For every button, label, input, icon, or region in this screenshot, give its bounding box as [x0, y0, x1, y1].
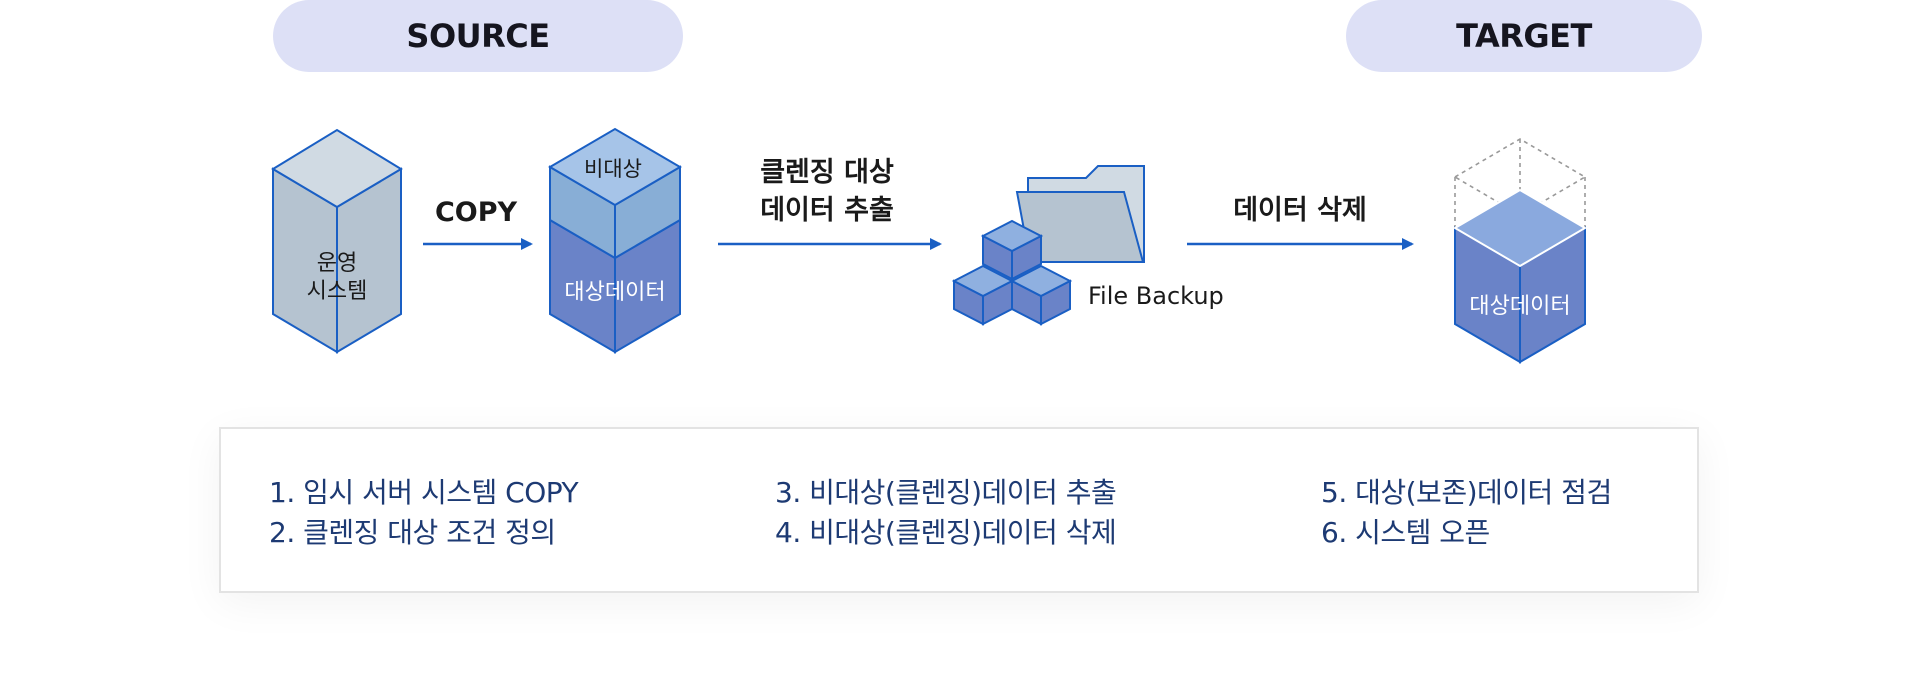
operating-system-label-line1: 운영	[317, 251, 357, 276]
copy-arrow: COPY	[423, 197, 533, 250]
step-item: 2. 클렌징 대상 조건 정의	[269, 516, 556, 549]
non-target-label: 비대상	[584, 157, 642, 181]
step-item: 1. 임시 서버 시스템 COPY	[269, 476, 579, 509]
steps-column-1: 1. 임시 서버 시스템 COPY 2. 클렌징 대상 조건 정의	[269, 473, 579, 553]
operating-system-cube: 운영 시스템	[271, 128, 403, 354]
operating-system-label-line2: 시스템	[307, 279, 368, 304]
delete-label: 데이터 삭제	[1233, 195, 1367, 226]
step-item: 5. 대상(보존)데이터 점검	[1321, 476, 1612, 509]
copy-label: COPY	[435, 197, 518, 228]
steps-box: 1. 임시 서버 시스템 COPY 2. 클렌징 대상 조건 정의 3. 비대상…	[219, 427, 1699, 593]
folder-icon	[1015, 165, 1145, 263]
extract-arrow: 클렌징 대상 데이터 추출	[718, 157, 942, 250]
blocks-icon	[951, 219, 1073, 326]
final-target-data-label: 대상데이터	[1469, 294, 1570, 319]
extract-label-line2: 데이터 추출	[760, 195, 894, 226]
delete-arrow: 데이터 삭제	[1187, 195, 1414, 250]
steps-column-3: 5. 대상(보존)데이터 점검 6. 시스템 오픈	[1321, 473, 1612, 553]
target-data-label: 대상데이터	[564, 280, 665, 305]
extract-label-line1: 클렌징 대상	[760, 157, 894, 188]
split-data-cube: 비대상 대상데이터	[548, 127, 682, 354]
source-label: SOURCE	[273, 0, 683, 72]
final-data-cube: 대상데이터	[1453, 138, 1587, 364]
step-item: 4. 비대상(클렌징)데이터 삭제	[775, 516, 1117, 549]
target-label: TARGET	[1346, 0, 1702, 72]
source-label-text: SOURCE	[406, 17, 550, 55]
step-item: 6. 시스템 오픈	[1321, 516, 1490, 549]
target-label-text: TARGET	[1456, 17, 1592, 55]
file-backup-label: File Backup	[1088, 282, 1224, 310]
steps-column-2: 3. 비대상(클렌징)데이터 추출 4. 비대상(클렌징)데이터 삭제	[775, 473, 1117, 553]
step-item: 3. 비대상(클렌징)데이터 추출	[775, 476, 1117, 509]
